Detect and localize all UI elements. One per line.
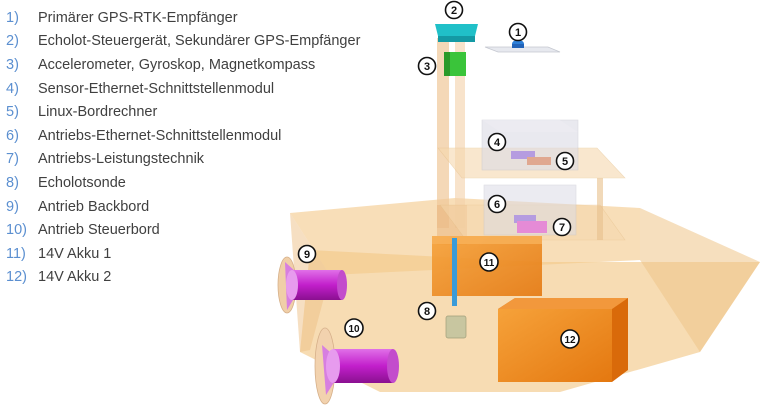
legend-number: 5) [6,104,19,121]
legend-number: 9) [6,198,19,215]
legend-label: Accelerometer, Gyroskop, Magnetkompass [38,56,316,73]
component-legend: 1) Primärer GPS-RTK-Empfänger 2) Echolot-S… [6,6,396,289]
marker-2: 2 [444,0,464,20]
legend-item: 9) Antrieb Backbord [6,195,396,219]
svg-text:11: 11 [484,258,495,269]
legend-number: 7) [6,151,19,168]
thruster-port [277,256,347,314]
legend-label: Echolot-Steuergerät, Sekundärer GPS-Empf… [38,33,361,50]
marker-9: 9 [297,244,317,264]
legend-number: 2) [6,33,19,50]
legend-label: Antrieb Backbord [38,198,150,215]
svg-text:12: 12 [564,335,576,346]
marker-10: 10 [344,318,364,338]
svg-text:5: 5 [562,156,568,168]
svg-text:8: 8 [424,306,430,318]
legend-number: 4) [6,80,19,97]
legend-number: 3) [6,56,19,73]
legend-item: 4) Sensor-Ethernet-Schnittstellenmodul [6,77,396,101]
echolot-control-unit [435,24,478,42]
legend-number: 11) [6,245,26,262]
legend-item: 7) Antriebs-Leistungstechnik [6,148,396,172]
marker-8: 8 [417,301,437,321]
legend-label: Linux-Bordrechner [38,104,158,121]
legend-number: 6) [6,127,19,144]
marker-7: 7 [552,217,572,237]
legend-item: 2) Echolot-Steuergerät, Sekundärer GPS-Em… [6,30,396,54]
legend-item: 11) 14V Akku 1 [6,242,396,266]
legend-item: 3) Accelerometer, Gyroskop, Magnetkompass [6,53,396,77]
legend-item: 10) Antrieb Steuerbord [6,218,396,242]
gps-rtk-antenna [484,40,561,53]
legend-label: Antrieb Steuerbord [38,222,160,239]
legend-label: Antriebs-Leistungstechnik [38,151,205,168]
svg-text:4: 4 [494,137,501,149]
legend-label: Antriebs-Ethernet-Schnittstellenmodul [38,127,282,144]
legend-item: 6) Antriebs-Ethernet-Schnittstellenmodul [6,124,396,148]
svg-text:1: 1 [515,27,521,39]
marker-3: 3 [417,56,437,76]
legend-number: 8) [6,174,19,191]
svg-text:7: 7 [559,222,565,234]
marker-6: 6 [487,194,507,214]
svg-text:6: 6 [494,199,500,211]
legend-number: 10) [6,222,27,239]
upper-shelf [437,119,626,179]
marker-11: 11 [479,252,499,272]
legend-label: Sensor-Ethernet-Schnittstellenmodul [38,80,275,97]
legend-item: 5) Linux-Bordrechner [6,100,396,124]
legend-item: 1) Primärer GPS-RTK-Empfänger [6,6,396,30]
legend-number: 1) [6,9,19,26]
echo-sounder [445,238,467,339]
marker-5: 5 [555,151,575,171]
legend-item: 8) Echolotsonde [6,171,396,195]
svg-text:10: 10 [348,324,360,335]
legend-label: Primärer GPS-RTK-Empfänger [38,9,238,26]
svg-text:9: 9 [304,249,310,261]
legend-item: 12) 14V Akku 2 [6,266,396,290]
marker-4: 4 [487,132,507,152]
legend-label: Echolotsonde [38,174,126,191]
svg-text:3: 3 [424,61,430,73]
marker-1: 1 [508,22,528,42]
legend-label: 14V Akku 2 [38,269,112,286]
lower-shelf [439,178,626,241]
legend-label: 14V Akku 1 [38,245,112,262]
thruster-starboard [314,327,399,405]
imu-box [444,52,466,76]
svg-text:2: 2 [451,5,457,17]
marker-12: 12 [560,329,580,349]
legend-number: 12) [6,269,27,286]
